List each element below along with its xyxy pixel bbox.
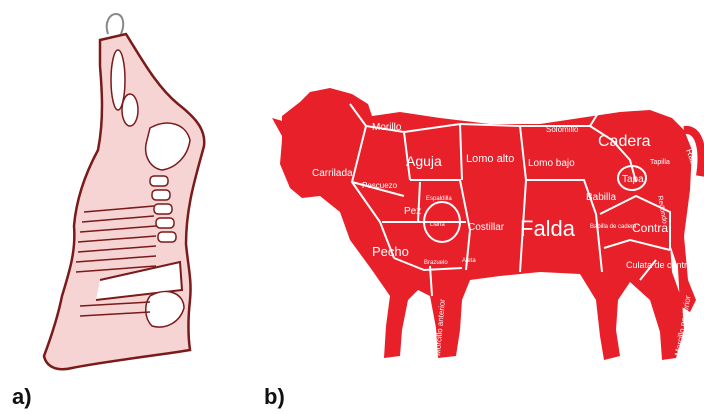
label-babilla-de-cadera: Babilla de cadera	[590, 224, 637, 230]
cow-cuts-map: Morillo Solomillo Cadera Tapilla Rabo Ag…	[272, 88, 701, 360]
label-aguja: Aguja	[406, 153, 442, 169]
label-lomo-bajo: Lomo bajo	[528, 158, 575, 169]
label-llana: Llana	[430, 222, 445, 228]
label-culata-de-contra: Culata de contra	[626, 260, 692, 270]
label-contra: Contra	[632, 221, 668, 235]
label-tapilla: Tapilla	[650, 159, 670, 166]
panel-label-a: a)	[12, 384, 32, 410]
label-cadera: Cadera	[598, 133, 651, 150]
label-espaldilla: Espaldilla	[426, 196, 452, 202]
panel-label-b: b)	[264, 384, 285, 410]
label-costillar: Costillar	[468, 222, 505, 233]
label-pescuezo: Pescuezo	[362, 181, 398, 190]
label-solomillo: Solomillo	[546, 125, 579, 134]
label-aleta: Aleta	[462, 258, 476, 264]
label-pecho: Pecho	[372, 244, 409, 259]
label-morillo: Morillo	[372, 122, 402, 133]
carcass-illustration	[44, 14, 204, 369]
label-carrilada: Carrilada	[312, 168, 353, 179]
carcass-hook	[107, 14, 124, 34]
label-pez: Pez	[404, 206, 421, 217]
label-babilla: Babilla	[586, 192, 616, 203]
label-falda: Falda	[520, 216, 576, 241]
label-brazuelo: Brazuelo	[424, 260, 448, 266]
label-tapa: Tapa	[622, 174, 644, 185]
label-lomo-alto: Lomo alto	[466, 153, 514, 165]
